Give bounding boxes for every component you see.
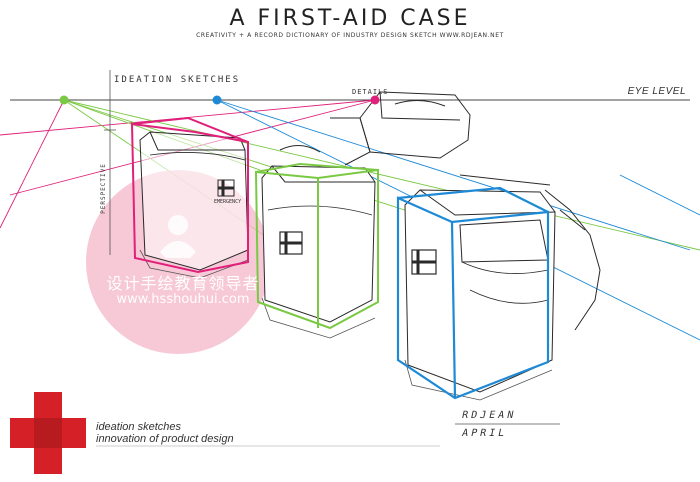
details-label: DETAILS — [352, 88, 389, 96]
case-sketch-blue — [396, 186, 556, 401]
case-sketch-green — [254, 145, 379, 339]
first-aid-cross-icon — [279, 231, 303, 255]
ideation-label: IDEATION SKETCHES — [114, 75, 241, 85]
case-badge-label: EMERGENCY — [214, 199, 242, 205]
page-title: A FIRST-AID CASE — [229, 6, 471, 31]
signature-name: RDJEAN — [460, 410, 518, 421]
watermark-chinese-text: 设计手绘教育领导者 — [106, 274, 260, 293]
page-subtitle: CREATIVITY + A RECORD DICTIONARY OF INDU… — [196, 32, 504, 39]
signature-month: APRIL — [460, 428, 509, 439]
eye-level-label: EYE LEVEL — [627, 86, 686, 97]
case-sketch-magenta — [130, 116, 249, 279]
footer-line-2: innovation of product design — [96, 433, 234, 445]
vanishing-point-magenta — [370, 95, 380, 105]
watermark-url: www.hsshouhui.com — [116, 292, 250, 307]
vanishing-point-green — [59, 95, 69, 105]
first-aid-cross-icon-blue — [411, 249, 437, 275]
red-cross-logo-icon — [10, 392, 86, 474]
vanishing-point-blue — [212, 95, 222, 105]
perspective-label: PERSPECTIVE — [99, 163, 107, 214]
case-sketch-back — [330, 91, 601, 331]
footer-line-1: ideation sketches — [96, 421, 181, 433]
